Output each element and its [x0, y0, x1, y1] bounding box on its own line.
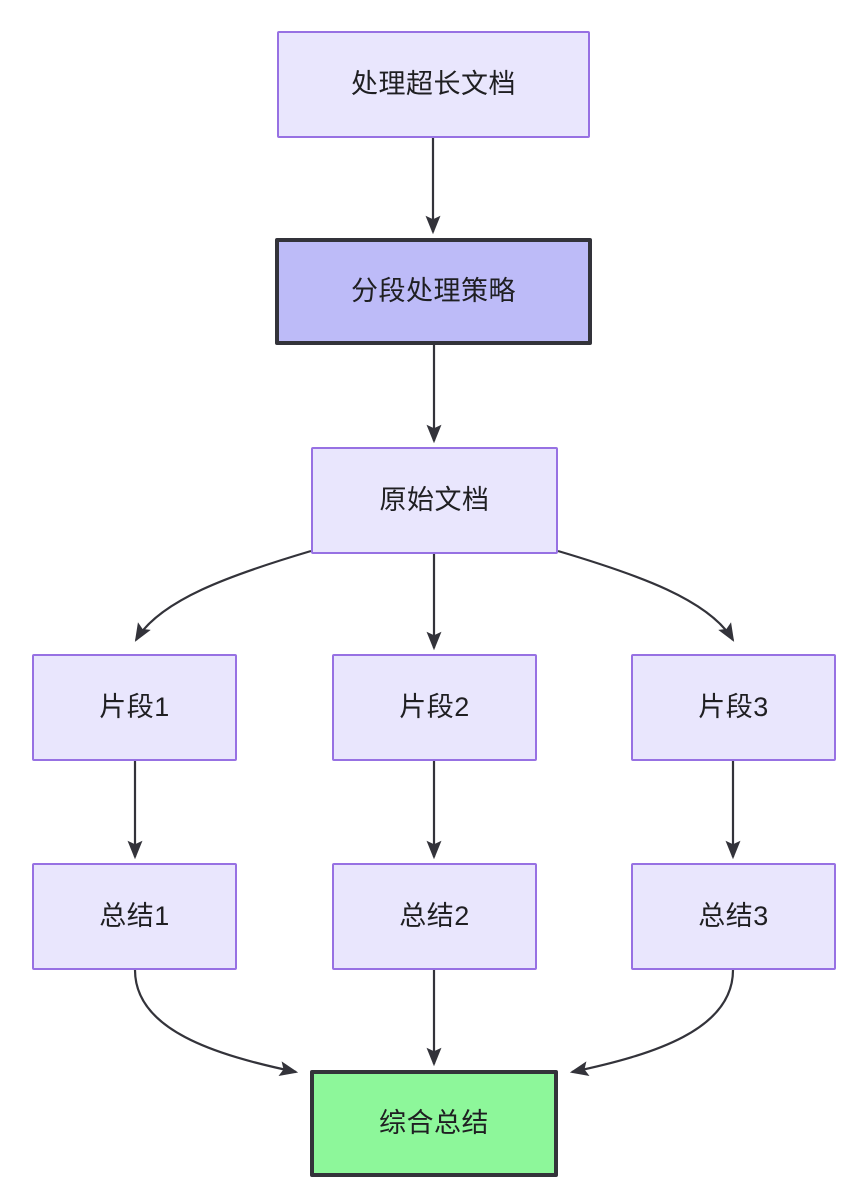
- node-summary-3[interactable]: 总结3: [631, 863, 836, 970]
- node-label: 综合总结: [379, 1108, 489, 1139]
- node-summary-2[interactable]: 总结2: [332, 863, 537, 970]
- node-label: 原始文档: [379, 485, 490, 516]
- node-summary-1[interactable]: 总结1: [32, 863, 237, 970]
- node-original-document[interactable]: 原始文档: [311, 447, 558, 554]
- node-label: 分段处理策略: [351, 276, 516, 307]
- node-segment-1[interactable]: 片段1: [32, 654, 237, 761]
- node-segment-3[interactable]: 片段3: [631, 654, 836, 761]
- node-label: 片段2: [399, 692, 470, 723]
- node-label: 片段3: [698, 692, 769, 723]
- node-label: 总结1: [99, 901, 170, 932]
- node-comprehensive-summary[interactable]: 综合总结: [310, 1070, 558, 1177]
- node-process-long-document[interactable]: 处理超长文档: [277, 31, 590, 138]
- node-chunking-strategy[interactable]: 分段处理策略: [275, 238, 592, 345]
- node-segment-2[interactable]: 片段2: [332, 654, 537, 761]
- edge-n3-to-n6: [557, 549, 735, 642]
- node-label: 总结3: [698, 901, 769, 932]
- node-label: 总结2: [399, 901, 470, 932]
- edge-n9-to-n10: [569, 969, 735, 1076]
- edge-n3-to-n4: [134, 549, 312, 642]
- edge-n7-to-n10: [133, 969, 299, 1076]
- node-label: 处理超长文档: [351, 69, 516, 100]
- node-label: 片段1: [99, 692, 170, 723]
